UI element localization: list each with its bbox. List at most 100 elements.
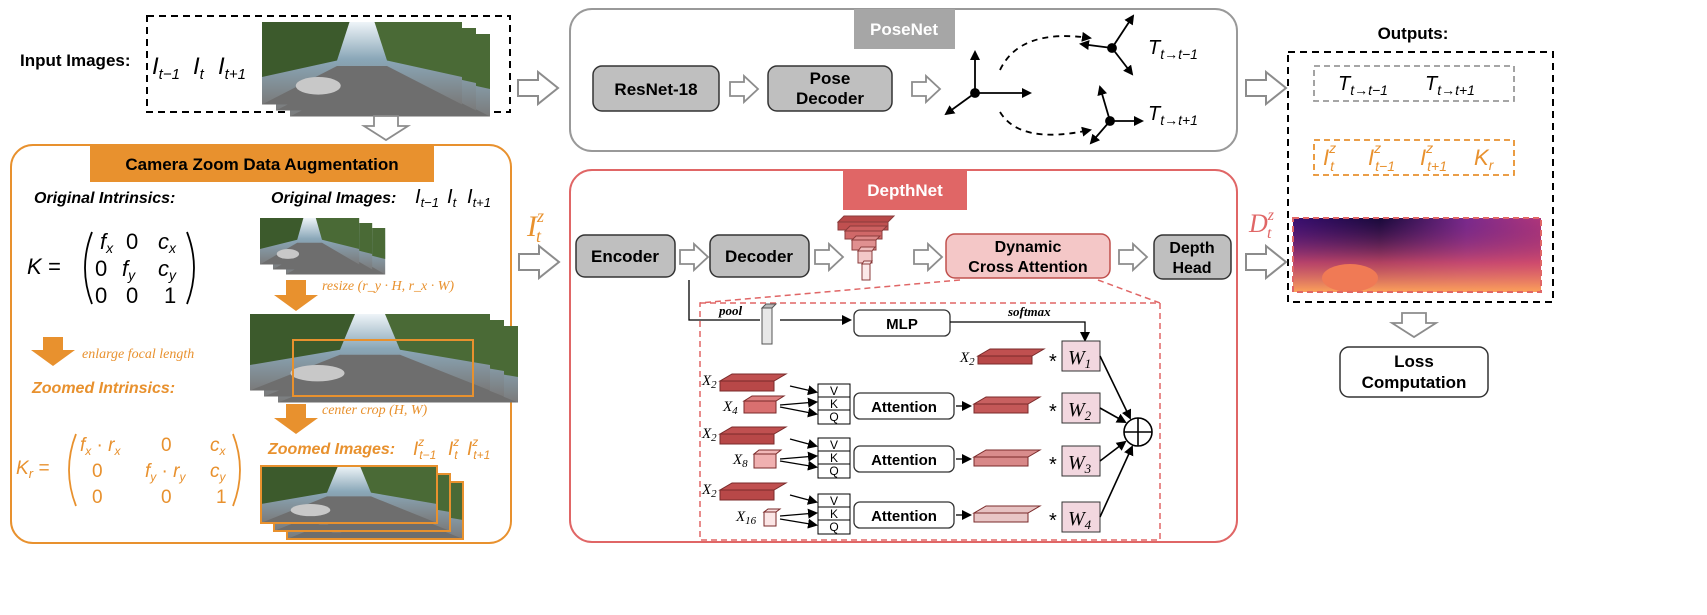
sum-operator <box>1099 355 1153 518</box>
arrow-decoder-to-pyramid <box>814 243 844 271</box>
row4-v: V <box>830 494 838 508</box>
kr-r2c1: 0 <box>161 487 172 508</box>
kr-r0c1: 0 <box>161 435 172 456</box>
kr-r1c1: fy · ry <box>145 461 187 484</box>
attention-label-3: Attention <box>871 508 937 525</box>
pose-transform-next-sub: t→t+1 <box>1160 112 1198 128</box>
weight-w3 <box>1061 445 1101 477</box>
resized-image-stack <box>250 314 518 403</box>
augmentation-title: Camera Zoom Data Augmentation <box>125 155 398 174</box>
input-section: Input Images: It−1 It It+1 <box>20 15 559 142</box>
attention-label-2: Attention <box>871 452 937 469</box>
enlarge-label: enlarge focal length <box>82 347 194 362</box>
pose-frame-origin <box>944 50 1032 116</box>
depthnet-title: DepthNet <box>867 181 943 200</box>
pose-transform-prev-sub: t→t−1 <box>1160 46 1198 62</box>
kr-r2c0: 0 <box>92 487 103 508</box>
kr-r0c2: cx <box>210 435 227 458</box>
outputs-transforms-box <box>1313 65 1515 102</box>
attention-label-1: Attention <box>871 399 937 416</box>
input-frame-labels: It−1 It It+1 <box>152 53 246 83</box>
input-frame-next: It+1 <box>218 53 246 83</box>
arrow-dca-to-head <box>1118 243 1148 271</box>
arrow-encoder-to-decoder <box>679 243 709 271</box>
resize-label: resize (r_y · H, r_x · W) <box>322 279 454 294</box>
pose-transform-prev: Tt→t−1 <box>1148 37 1198 62</box>
arrow-depthnet-to-outputs <box>1245 245 1287 279</box>
pooled-vector-icon <box>760 303 778 345</box>
depth-head-label-1: Depth <box>1169 240 1214 257</box>
row4-k: K <box>830 507 838 521</box>
dca-block <box>945 233 1111 279</box>
row2-x4: X4 <box>722 399 738 417</box>
pool-label: pool <box>718 303 743 318</box>
depth-head-label-2: Head <box>1172 260 1211 277</box>
outputs-box <box>1287 51 1554 303</box>
zoomed-images-label: Zoomed Images: <box>267 441 395 458</box>
kr-r1c2: cy <box>210 461 227 484</box>
input-image-stack <box>262 22 490 117</box>
attention-block-1 <box>853 392 955 420</box>
dca-detail-box <box>699 302 1161 541</box>
dca-row-1: X2 * W1 <box>959 340 1101 373</box>
pose-decoder-block <box>767 65 893 112</box>
row1-multiply: * <box>1049 351 1057 373</box>
row3-k: K <box>830 451 838 465</box>
k-r2c0: 0 <box>95 283 107 308</box>
zoomed-image-stack <box>260 465 464 540</box>
pose-decoder-label-1: Pose <box>810 69 851 88</box>
arrow-enlarge <box>31 337 75 366</box>
arrow-to-depthnet <box>518 245 560 279</box>
arrow-pyramid-to-dca <box>913 243 943 271</box>
row2-q: Q <box>829 410 838 424</box>
input-label: Input Images: <box>20 51 131 70</box>
zoomed-intrinsics-label: Zoomed Intrinsics: <box>31 380 175 397</box>
k-r0c0: fx <box>100 229 114 256</box>
dca-detail: pool MLP softmax X2 * W1 X2 <box>688 279 1161 541</box>
decoder-label: Decoder <box>725 247 793 266</box>
pose-path-down <box>999 111 1092 137</box>
row4-x16: X16 <box>735 509 757 527</box>
row2-x2: X2 <box>701 373 717 391</box>
kr-r0c0: fx · rx <box>80 435 122 458</box>
arrow-resize <box>274 280 318 311</box>
k-lhs: K = <box>27 254 61 279</box>
loss-label-2: Computation <box>1362 373 1467 392</box>
outputs-kr: Kr <box>1474 145 1495 173</box>
row2-v: V <box>830 384 838 398</box>
dca-label-1: Dynamic <box>995 239 1062 256</box>
row3-q: Q <box>829 464 838 478</box>
k-r2c2: 1 <box>164 283 176 308</box>
crop-region <box>292 339 474 397</box>
softmax-label: softmax <box>1007 304 1051 319</box>
posenet-title-bg <box>854 9 955 49</box>
row1-x2: X2 <box>959 350 975 368</box>
kr-matrix: Kr = fx · rx 0 cx 0 fy · ry cy 0 0 1 <box>16 433 241 508</box>
pose-transform-next: Tt→t+1 <box>1148 103 1198 128</box>
k-r0c2: cx <box>158 229 177 256</box>
row3-x2: X2 <box>701 426 717 444</box>
pose-frame-next <box>1089 85 1144 145</box>
arrow-center-crop <box>274 404 318 434</box>
center-crop-label: center crop (H, W) <box>322 403 428 418</box>
loss-block <box>1339 346 1489 398</box>
feature-pyramid-icon <box>836 215 896 281</box>
depthnet-container <box>569 169 1238 543</box>
row3-multiply: * <box>1049 454 1057 476</box>
resnet-label: ResNet-18 <box>614 80 697 99</box>
attention-block-2 <box>853 445 955 473</box>
depthnet-section: DepthNet Encoder Decoder Dynamic Cross A… <box>569 169 1287 543</box>
posenet-section: PoseNet ResNet-18 Pose Decoder <box>569 8 1287 152</box>
arrow-resnet-to-decoder <box>729 75 759 103</box>
augmentation-title-bg <box>90 145 434 182</box>
row2-k: K <box>830 397 838 411</box>
augmentation-section: Camera Zoom Data Augmentation Original I… <box>10 144 518 544</box>
